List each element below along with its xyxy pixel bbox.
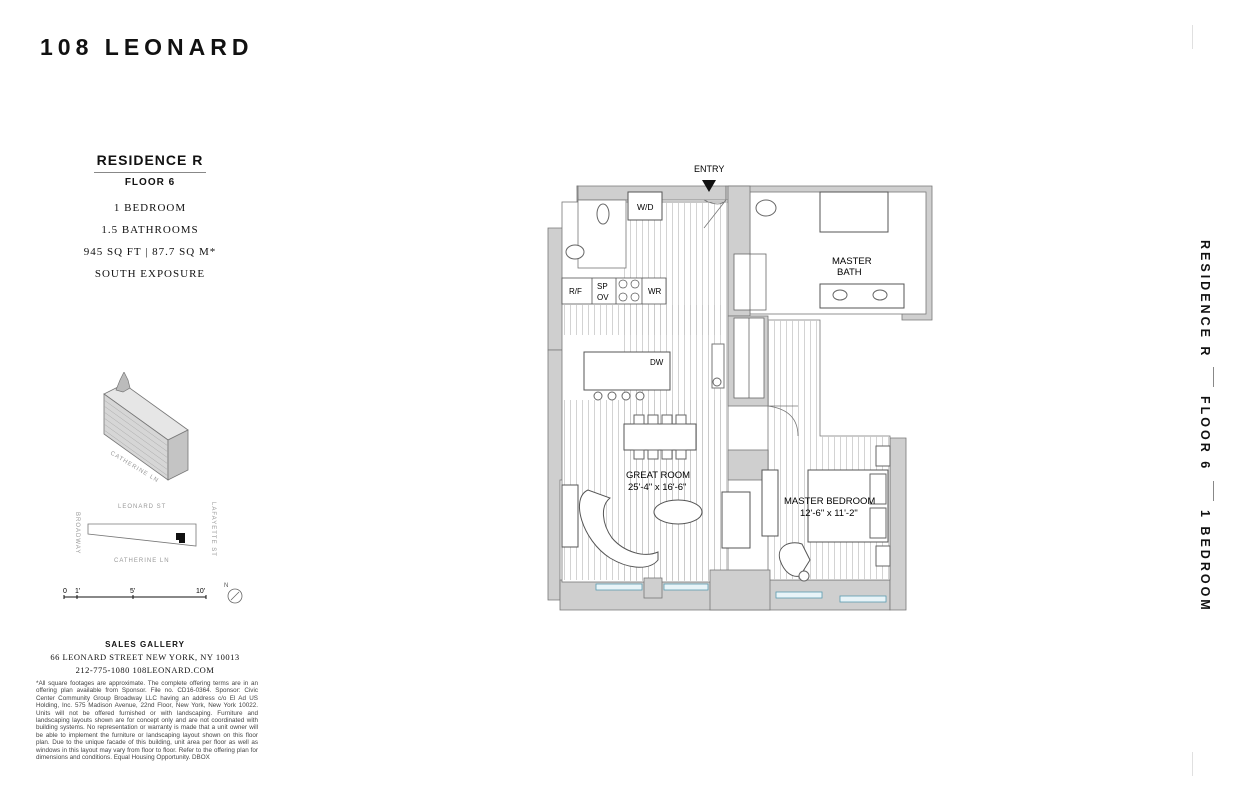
master-bath-label-2: BATH bbox=[837, 267, 862, 278]
wr-label: WR bbox=[648, 287, 662, 296]
bath-toilet-icon bbox=[755, 199, 777, 217]
kitchen-counter bbox=[561, 277, 667, 305]
master-bedroom-dims: 12'-6" x 11'-2" bbox=[800, 508, 858, 519]
vanity-sink-2 bbox=[872, 289, 888, 301]
window-pier-1 bbox=[643, 577, 663, 599]
bedroom-door bbox=[767, 405, 799, 437]
vertical-bedroom: 1 BEDROOM bbox=[1198, 509, 1212, 613]
floor-label: FLOOR 6 bbox=[124, 177, 176, 188]
key-street-leonard: LEONARD ST bbox=[118, 504, 166, 510]
sales-title: SALES GALLERY bbox=[105, 640, 185, 649]
vertical-separator-2 bbox=[1212, 480, 1214, 501]
exposure-spec: SOUTH EXPOSURE bbox=[94, 268, 206, 280]
window-pier-2 bbox=[709, 569, 771, 611]
dining-table bbox=[623, 423, 697, 451]
closets bbox=[733, 253, 767, 399]
column-small bbox=[711, 343, 725, 389]
bedroom-dresser bbox=[761, 469, 779, 537]
bathtub bbox=[819, 191, 889, 233]
scale-tick-10: 10' bbox=[196, 588, 205, 595]
rf-label: R/F bbox=[569, 287, 582, 296]
dw-label: DW bbox=[650, 358, 664, 367]
bath-vanity bbox=[819, 283, 905, 309]
sales-contact: 212-775-1080 108LEONARD.COM bbox=[75, 665, 215, 675]
dining-chairs bbox=[633, 414, 687, 460]
wd-label: W/D bbox=[637, 202, 654, 212]
sales-gallery: SALES GALLERY 66 LEONARD STREET NEW YORK… bbox=[40, 640, 250, 675]
side-chair-left bbox=[561, 484, 579, 548]
scale-tick-0: 0 bbox=[63, 588, 67, 595]
edge-mark-top bbox=[1192, 25, 1193, 49]
entry-door bbox=[703, 199, 727, 229]
coffee-table bbox=[653, 499, 703, 525]
cooktop-icon bbox=[618, 279, 640, 302]
vertical-title: RESIDENCE R FLOOR 6 1 BEDROOM bbox=[1198, 240, 1228, 612]
vanity-sink-1 bbox=[832, 289, 848, 301]
bedrooms-spec: 1 BEDROOM bbox=[113, 202, 187, 214]
great-room-label: GREAT ROOM bbox=[626, 470, 690, 481]
great-room-dims: 25'-4" x 16'-6" bbox=[628, 482, 686, 493]
vertical-floor: FLOOR 6 bbox=[1198, 396, 1212, 472]
toilet-icon bbox=[596, 203, 610, 225]
vertical-residence: RESIDENCE R bbox=[1198, 240, 1212, 359]
sp-label: SP bbox=[597, 282, 608, 291]
thermostat-icon bbox=[712, 377, 722, 387]
entry-arrow-icon bbox=[702, 180, 716, 192]
master-bath-label-1: MASTER bbox=[832, 256, 872, 267]
disclaimer-text: *All square footages are approximate. Th… bbox=[36, 680, 258, 762]
nightstand-2 bbox=[875, 545, 891, 567]
lounge-chair bbox=[778, 542, 811, 577]
vertical-separator-1 bbox=[1212, 367, 1214, 388]
north-label: N bbox=[224, 583, 228, 589]
building-isometric: CATHERINE LN bbox=[103, 372, 189, 484]
bar-stools bbox=[593, 391, 645, 401]
scale-bar: 0 1' 5' 10' N bbox=[63, 583, 243, 604]
sales-address: 66 LEONARD STREET NEW YORK, NY 10013 bbox=[50, 652, 240, 662]
residence-title: RESIDENCE R bbox=[96, 152, 204, 168]
tower-top-icon bbox=[115, 372, 131, 393]
media-console bbox=[721, 491, 751, 549]
kitchen-island bbox=[583, 351, 671, 391]
key-unit-marker bbox=[176, 533, 185, 543]
title-rule bbox=[94, 172, 206, 173]
key-street-catherine: CATHERINE LN bbox=[114, 558, 170, 564]
nightstand-1 bbox=[875, 445, 891, 467]
entry-label: ENTRY bbox=[694, 164, 724, 174]
edge-mark-bottom bbox=[1192, 752, 1193, 776]
sink-icon bbox=[565, 244, 585, 260]
scale-tick-5: 5' bbox=[130, 588, 135, 595]
washer-dryer bbox=[627, 191, 663, 221]
area-spec: 945 SQ FT | 87.7 SQ M* bbox=[83, 246, 217, 258]
key-plan: LEONARD ST CATHERINE LN BROADWAY LAFAYET… bbox=[74, 502, 216, 564]
curved-sofa bbox=[579, 489, 659, 568]
windows bbox=[595, 583, 887, 603]
master-bedroom-label: MASTER BEDROOM bbox=[784, 496, 875, 507]
residence-info: RESIDENCE R FLOOR 6 1 BEDROOM 1.5 BATHRO… bbox=[60, 152, 240, 290]
scale-tick-1: 1' bbox=[75, 588, 80, 595]
brand-logo: 108 LEONARD bbox=[40, 34, 254, 60]
key-building-outline bbox=[87, 523, 197, 547]
ov-label: OV bbox=[597, 293, 609, 302]
chair-side-table bbox=[798, 570, 810, 582]
key-street-broadway: BROADWAY bbox=[74, 512, 80, 554]
column bbox=[727, 449, 769, 481]
bathrooms-spec: 1.5 BATHROOMS bbox=[101, 224, 199, 236]
floor-plan: W/D ENTRY R/F SP OV WR DW GREAT ROOM 25'… bbox=[547, 164, 933, 611]
key-street-lafayette: LAFAYETTE ST bbox=[210, 502, 216, 557]
